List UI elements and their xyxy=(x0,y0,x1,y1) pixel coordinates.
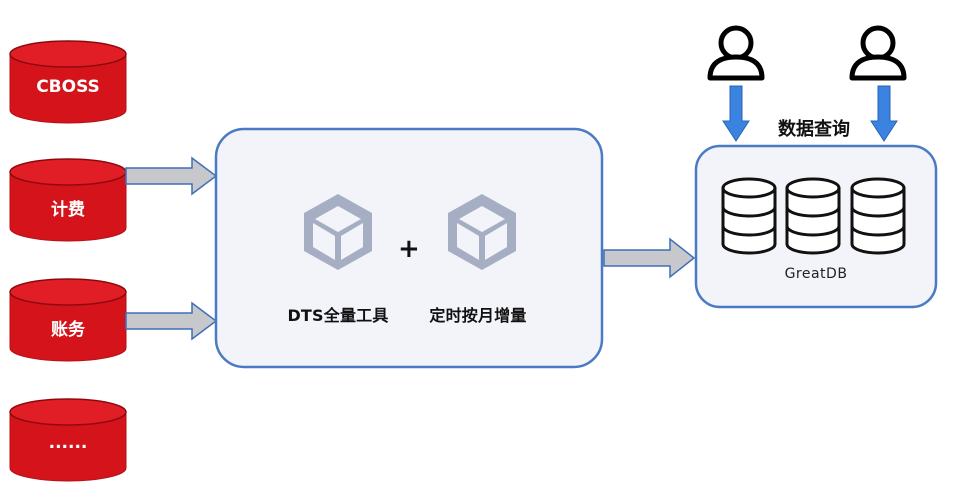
source-label-cboss: CBOSS xyxy=(36,77,100,97)
database-stack-icon xyxy=(850,177,906,255)
user-icon xyxy=(707,25,765,81)
database-stack-icon xyxy=(721,177,777,255)
plus-sign: + xyxy=(398,234,420,264)
source-label-more: ...... xyxy=(48,433,88,453)
database-stack-icon xyxy=(785,177,841,255)
source-cylinder-accounts xyxy=(9,278,127,362)
process-box xyxy=(214,127,604,369)
cube-icon xyxy=(448,194,516,270)
arrow-accounts-to-process xyxy=(125,301,218,341)
source-cylinder-billing xyxy=(9,158,127,242)
source-cylinder-cboss xyxy=(9,40,127,124)
greatdb-label: GreatDB xyxy=(784,266,848,282)
source-label-billing: 计费 xyxy=(51,200,85,220)
monthly-incremental-label: 定时按月增量 xyxy=(429,306,527,325)
arrow-user-to-target xyxy=(722,85,750,142)
arrow-process-to-target xyxy=(603,237,696,279)
arrow-billing-to-process xyxy=(125,156,218,196)
user-icon xyxy=(849,25,907,81)
arrow-user-to-target xyxy=(870,85,898,142)
source-label-accounts: 账务 xyxy=(51,320,85,340)
dts-full-tool-label: DTS全量工具 xyxy=(287,306,389,325)
source-cylinder-more xyxy=(9,398,127,482)
data-query-label: 数据查询 xyxy=(778,119,850,140)
cube-icon xyxy=(304,194,372,270)
